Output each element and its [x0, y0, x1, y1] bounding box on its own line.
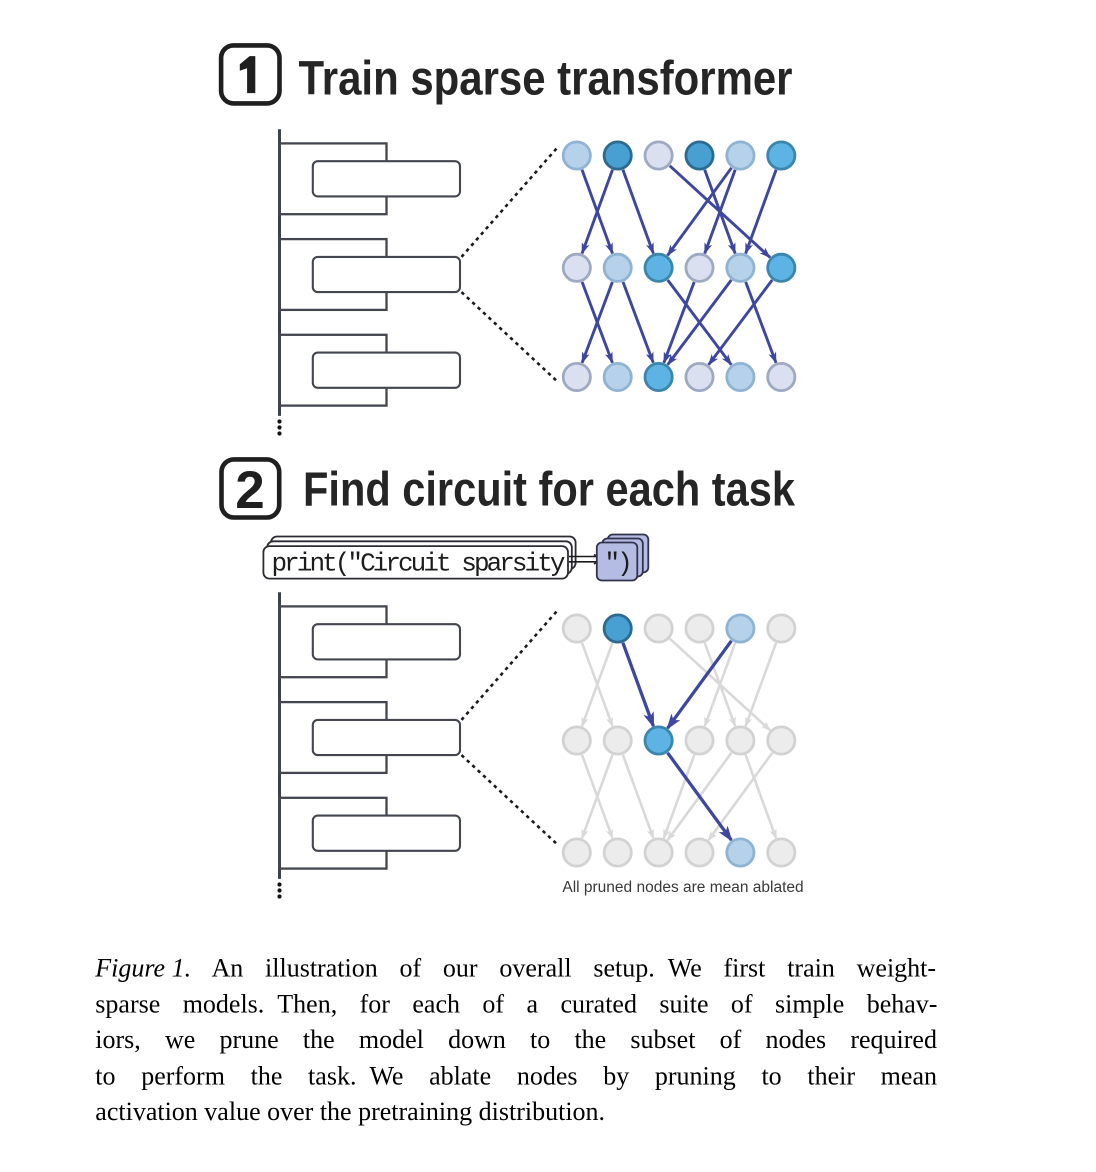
svg-text:Find circuit for each task: Find circuit for each task: [303, 464, 795, 517]
svg-text:"): "): [605, 548, 630, 578]
svg-text:Train sparse transformer: Train sparse transformer: [299, 53, 793, 106]
svg-text:print("Circuit sparsity: print("Circuit sparsity: [272, 548, 565, 578]
svg-text:to perform the task. We ablate: to perform the task. We ablate nodes by …: [95, 1061, 937, 1090]
svg-text:All pruned nodes are mean abla: All pruned nodes are mean ablated: [562, 879, 803, 896]
svg-text:sparse models. Then, for each: sparse models. Then, for each of a curat…: [95, 989, 937, 1018]
svg-text:activation value over the pret: activation value over the pretraining di…: [95, 1097, 605, 1126]
svg-text:iors, we prune the model down: iors, we prune the model down to the sub…: [95, 1025, 937, 1054]
svg-text:Figure 1. An illustration of o: Figure 1. An illustration of our overall…: [94, 954, 936, 983]
svg-text:2: 2: [235, 461, 264, 520]
